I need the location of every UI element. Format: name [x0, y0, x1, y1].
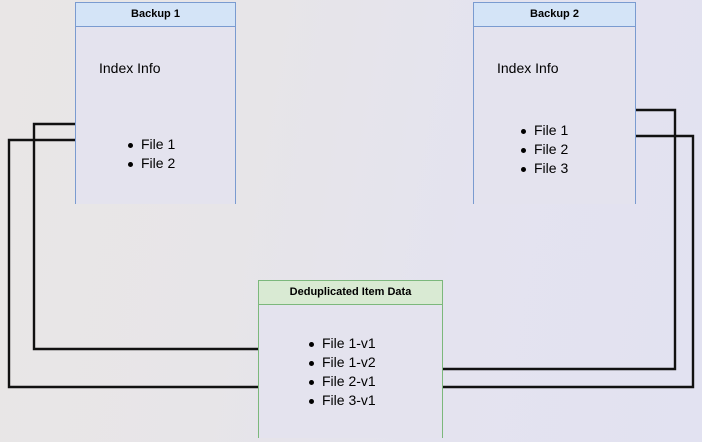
dedup-item[interactable]: File 1-v1: [307, 334, 376, 353]
deduplicated-item-list: File 1-v1 File 1-v2 File 2-v1 File 3-v1: [307, 334, 376, 410]
backup-1-body: Index Info File 1 File 2: [76, 27, 235, 204]
backup-2-body: Index Info File 1 File 2 File 3: [474, 27, 635, 204]
backup-1-file-item[interactable]: File 2: [126, 154, 175, 173]
connector-backup1-file2-to-file2v1: [7, 138, 298, 392]
deduplicated-item-data-title: Deduplicated Item Data: [259, 281, 442, 305]
dedup-item[interactable]: File 3-v1: [307, 391, 376, 410]
backup-1-file-item[interactable]: File 1: [126, 135, 175, 154]
deduplicated-item-data-body: File 1-v1 File 1-v2 File 2-v1 File 3-v1: [259, 305, 442, 438]
backup-1-box[interactable]: Backup 1 Index Info File 1 File 2: [75, 2, 236, 204]
backup-2-index-info-label: Index Info: [497, 60, 559, 76]
dedup-item[interactable]: File 1-v2: [307, 353, 376, 372]
backup-2-box[interactable]: Backup 2 Index Info File 1 File 2 File 3: [473, 2, 636, 204]
backup-1-file-list: File 1 File 2: [126, 135, 175, 173]
backup-2-file-item[interactable]: File 2: [519, 140, 568, 159]
backup-2-file-item[interactable]: File 1: [519, 121, 568, 140]
dedup-item[interactable]: File 2-v1: [307, 372, 376, 391]
backup-1-title: Backup 1: [76, 3, 235, 27]
backup-2-title: Backup 2: [474, 3, 635, 27]
connector-backup2-file2-to-file2v1: [396, 134, 695, 392]
backup-2-file-list: File 1 File 2 File 3: [519, 121, 568, 178]
backup-2-file-item[interactable]: File 3: [519, 159, 568, 178]
backup-1-index-info-label: Index Info: [99, 60, 161, 76]
deduplicated-item-data-box[interactable]: Deduplicated Item Data File 1-v1 File 1-…: [258, 280, 443, 438]
